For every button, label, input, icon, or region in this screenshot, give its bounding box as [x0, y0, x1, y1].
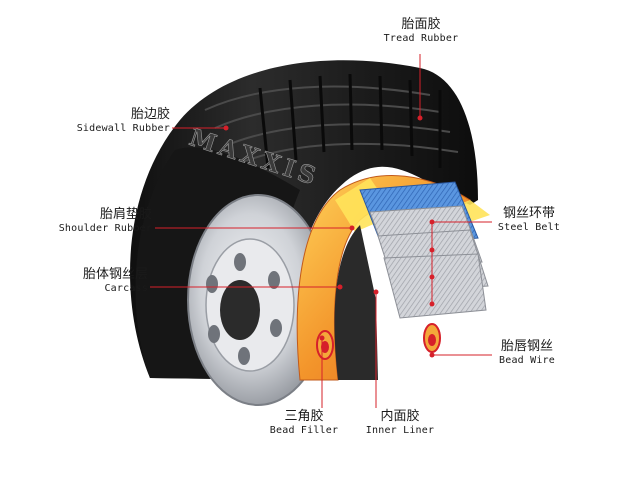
label-steel-belt-en: Steel Belt — [497, 221, 561, 233]
label-bead-filler-en: Bead Filler — [269, 424, 339, 436]
label-steel-belt-cn: 钢丝环带 — [502, 206, 555, 221]
label-bead-filler: 三角胶 Bead Filler — [266, 409, 342, 436]
bead-left — [316, 330, 334, 360]
label-sidewall-rubber-cn: 胎边胶 — [130, 107, 170, 122]
label-shoulder-rubber: 胎肩垫胶 Shoulder Rubber — [44, 207, 152, 234]
label-sidewall-rubber: 胎边胶 Sidewall Rubber — [62, 107, 170, 134]
label-carcass-en: Carcass — [104, 282, 148, 294]
lug-holes — [206, 253, 282, 365]
label-bead-wire-en: Bead Wire — [499, 354, 555, 366]
label-bead-wire: 胎唇钢丝 Bead Wire — [492, 339, 562, 366]
label-inner-liner-en: Inner Liner — [365, 424, 435, 436]
leader-lines — [150, 54, 492, 408]
label-bead-filler-cn: 三角胶 — [284, 409, 324, 424]
label-tread-rubber-cn: 胎面胶 — [401, 17, 441, 32]
label-steel-belt: 钢丝环带 Steel Belt — [494, 206, 564, 233]
bead-right — [423, 323, 441, 353]
label-carcass: 胎体钢丝层 Carcass — [44, 267, 148, 294]
label-tread-rubber: 胎面胶 Tread Rubber — [376, 17, 466, 44]
label-shoulder-rubber-en: Shoulder Rubber — [58, 222, 152, 234]
label-sidewall-rubber-en: Sidewall Rubber — [76, 122, 170, 134]
cross-section — [296, 175, 490, 381]
label-bead-wire-cn: 胎唇钢丝 — [500, 339, 553, 354]
leader-dots — [223, 115, 435, 358]
wheel-rim — [187, 194, 329, 406]
tread-grooves — [204, 85, 459, 165]
label-inner-liner-cn: 内面胶 — [380, 409, 420, 424]
label-tread-rubber-en: Tread Rubber — [383, 32, 459, 44]
label-inner-liner: 内面胶 Inner Liner — [360, 409, 440, 436]
label-shoulder-rubber-cn: 胎肩垫胶 — [99, 207, 152, 222]
tread-sipes — [258, 73, 442, 169]
label-carcass-cn: 胎体钢丝层 — [82, 267, 148, 282]
